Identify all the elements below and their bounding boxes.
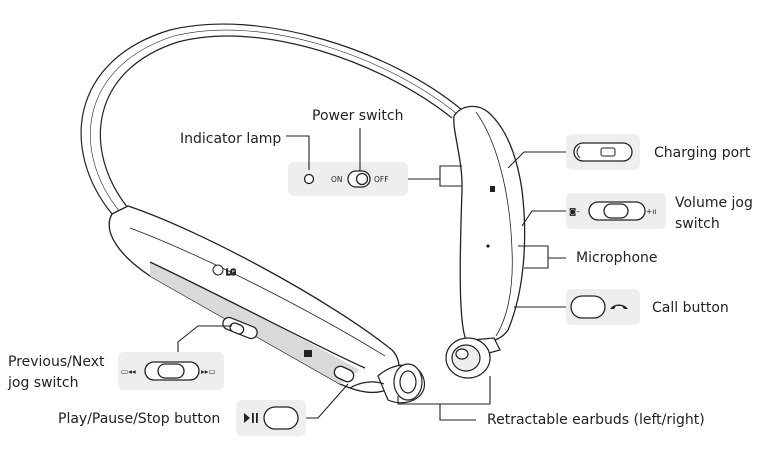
play-icon [244,413,250,423]
svg-text:+ıı: +ıı [646,207,656,216]
call-button-callout [566,289,640,325]
right-body [453,105,526,344]
left-earbud [349,363,425,404]
svg-text:▭◂◂: ▭◂◂ [121,367,136,376]
svg-text:◙–: ◙– [569,207,580,216]
indicator-lamp-icon [303,173,315,185]
prev-next-callout: ▭◂◂ ▸▸▭ [118,352,224,390]
label-volume-jog-line2: switch [675,216,720,232]
label-earbuds: Retractable earbuds (left/right) [487,412,705,428]
label-call-button: Call button [652,300,729,316]
phone-icon [610,304,628,309]
call-button-icon [570,295,606,319]
charging-port-callout [566,134,640,170]
brand-logo-text: LG [226,268,236,277]
play-pause-callout [236,400,306,436]
right-earbud [445,337,501,379]
switch-off-text: OFF [374,175,389,184]
label-prev-next-line2: jog switch [7,375,79,391]
switch-on-text: ON [331,175,343,184]
label-microphone: Microphone [576,250,658,266]
volume-jog-callout: ◙– +ıı [566,193,666,229]
label-volume-jog-line1: Volume jog [675,195,753,211]
svg-text:▸▸▭: ▸▸▭ [201,367,216,376]
label-prev-next-line1: Previous/Next [8,354,105,370]
label-indicator-lamp: Indicator lamp [180,131,281,147]
neckband [80,23,463,215]
power-switch-callout: ON OFF [288,162,408,196]
pause-icon [252,413,254,423]
label-play-pause: Play/Pause/Stop button [58,411,220,427]
left-body: LG [108,205,400,394]
play-pause-button-icon [263,406,299,430]
leader-lines [177,128,566,421]
label-charging-port: Charging port [654,145,751,161]
label-power-switch: Power switch [312,108,403,124]
